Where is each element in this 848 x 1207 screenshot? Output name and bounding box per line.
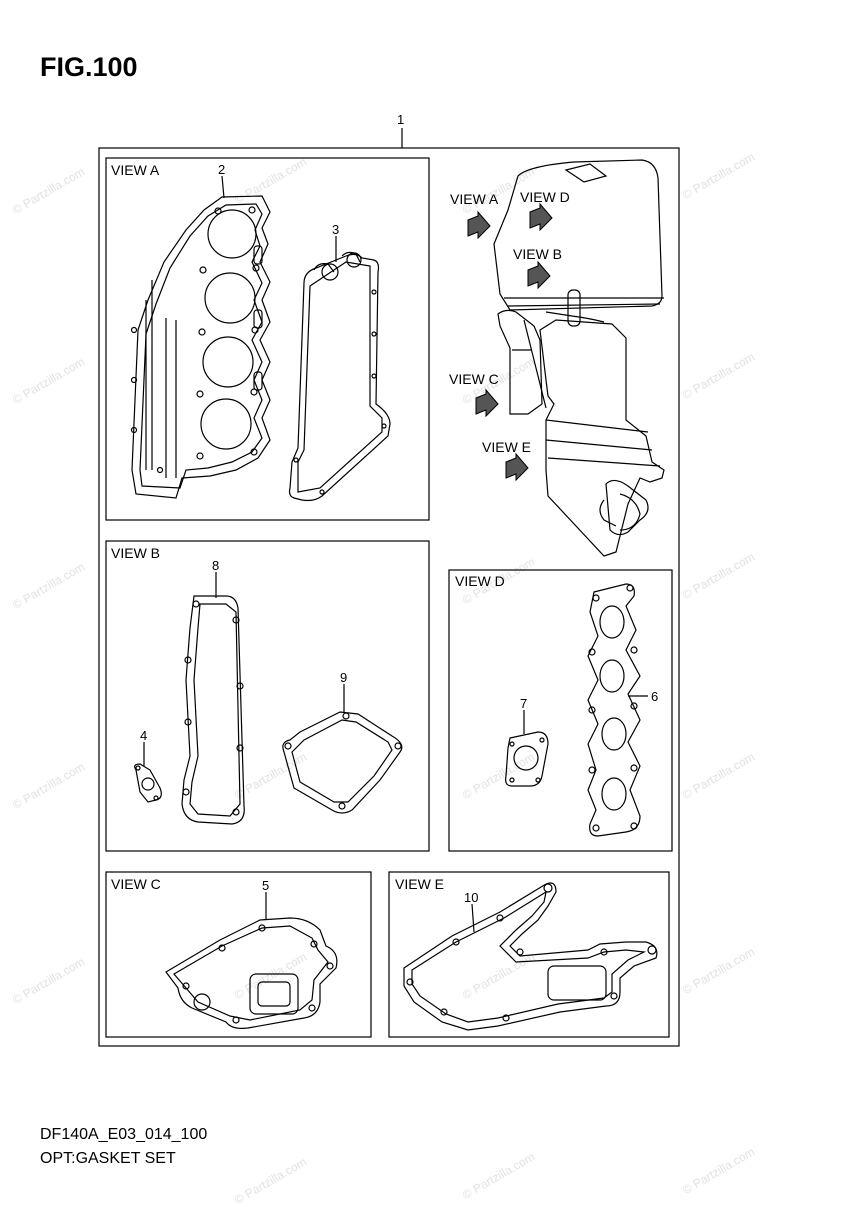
rocker-cover-gasket	[288, 251, 391, 502]
panel-view-b-frame	[105, 540, 430, 852]
engine-view-b-label: VIEW B	[513, 246, 563, 262]
panel-view-a-frame	[105, 157, 430, 521]
panel-view-d-label: VIEW D	[455, 573, 505, 589]
callout-3: 3	[332, 222, 340, 237]
callout-6: 6	[651, 689, 659, 704]
panel-view-e-frame	[388, 871, 670, 1038]
crankcase-gasket	[403, 882, 658, 1031]
callout-2: 2	[218, 162, 226, 177]
water-jacket-gasket	[282, 711, 403, 814]
figure-code: DF140A_E03_014_100	[40, 1126, 208, 1143]
engine-view-a-label: VIEW A	[450, 191, 499, 207]
engine-view-c-label: VIEW C	[449, 371, 499, 387]
cylinder-head-gasket	[130, 195, 271, 499]
exhaust-cover-gasket	[505, 731, 549, 787]
main-frame	[98, 147, 680, 1047]
callout-2-leader	[221, 175, 225, 199]
panel-view-e-label: VIEW E	[395, 876, 445, 892]
callout-8: 8	[212, 558, 220, 573]
figure-title: FIG.100	[40, 52, 138, 82]
callout-9: 9	[340, 670, 348, 685]
small-flange-gasket	[134, 763, 162, 803]
callout-7: 7	[520, 696, 528, 711]
callout-5: 5	[262, 878, 270, 893]
callout-10-leader	[471, 903, 475, 933]
figure-name: OPT:GASKET SET	[40, 1150, 176, 1167]
thermostat-cover-gasket	[181, 595, 245, 825]
engine-view-e-label: VIEW E	[482, 439, 532, 455]
callout-1: 1	[397, 112, 405, 127]
callout-10: 10	[464, 890, 479, 905]
panel-view-a-label: VIEW A	[111, 162, 160, 178]
panel-view-b-label: VIEW B	[111, 545, 161, 561]
view-arrows	[467, 202, 553, 482]
engine-view-d-label: VIEW D	[520, 189, 570, 205]
outboard-engine-illustration	[493, 159, 665, 557]
panel-view-c-frame	[105, 871, 372, 1038]
oil-pan-gasket	[165, 917, 338, 1029]
exhaust-manifold-gasket	[587, 583, 641, 837]
panel-view-d-frame	[448, 569, 673, 852]
callout-4: 4	[140, 728, 148, 743]
panel-view-c-label: VIEW C	[111, 876, 161, 892]
